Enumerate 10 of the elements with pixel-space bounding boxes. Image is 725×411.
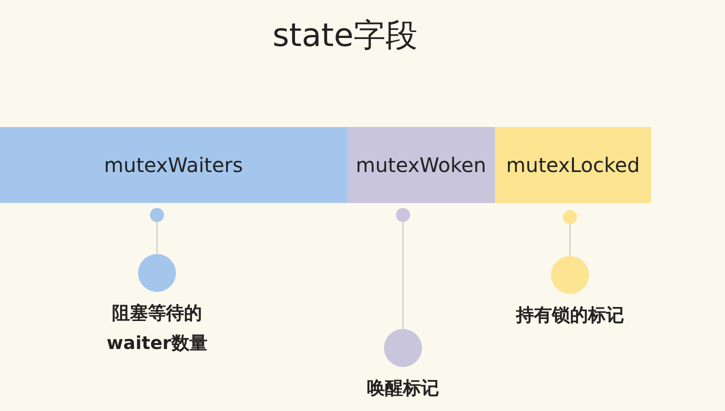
caption-text: 阻塞等待的waiter数量 — [106, 302, 208, 356]
caption-text: 持有锁的标记 — [514, 304, 625, 328]
bit-field-segment: mutexLocked — [495, 127, 651, 203]
title: state字段 — [271, 15, 419, 56]
connector-line — [156, 222, 158, 254]
connector-line — [402, 222, 404, 329]
caption-text: 唤醒标记 — [366, 377, 440, 401]
bit-field-segment: mutexWoken — [347, 127, 495, 203]
bit-field-segment: mutexWaiters — [0, 127, 347, 203]
connector-line — [569, 224, 571, 256]
